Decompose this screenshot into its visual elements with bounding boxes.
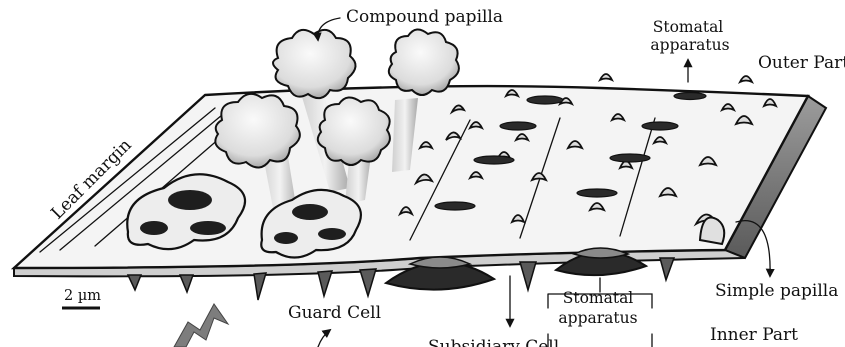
- label-stomatal-apparatus-bottom-2: apparatus: [558, 309, 637, 327]
- label-guard-cell: Guard Cell: [288, 303, 381, 323]
- label-stomatal-apparatus-top-1: Stomatal: [653, 18, 724, 36]
- label-simple-papilla: Simple papilla: [715, 281, 838, 301]
- orientation-arrow-icon: [174, 304, 228, 347]
- compound-papilla: [273, 30, 356, 98]
- label-outer-part: Outer Part: [758, 53, 845, 73]
- label-scale-bar: 2 µm: [64, 288, 101, 304]
- label-stomatal-apparatus-top-2: apparatus: [650, 36, 729, 54]
- label-inner-part: Inner Part: [710, 325, 798, 345]
- label-subsidiary-cell: Subsidiary Cell: [428, 337, 559, 347]
- compound-papilla: [318, 97, 390, 165]
- label-stomatal-apparatus-bottom-1: Stomatal: [563, 289, 634, 307]
- edge-simple-papilla: [700, 218, 724, 245]
- compound-papilla: [389, 29, 459, 95]
- label-compound-papilla: Compound papilla: [346, 7, 503, 27]
